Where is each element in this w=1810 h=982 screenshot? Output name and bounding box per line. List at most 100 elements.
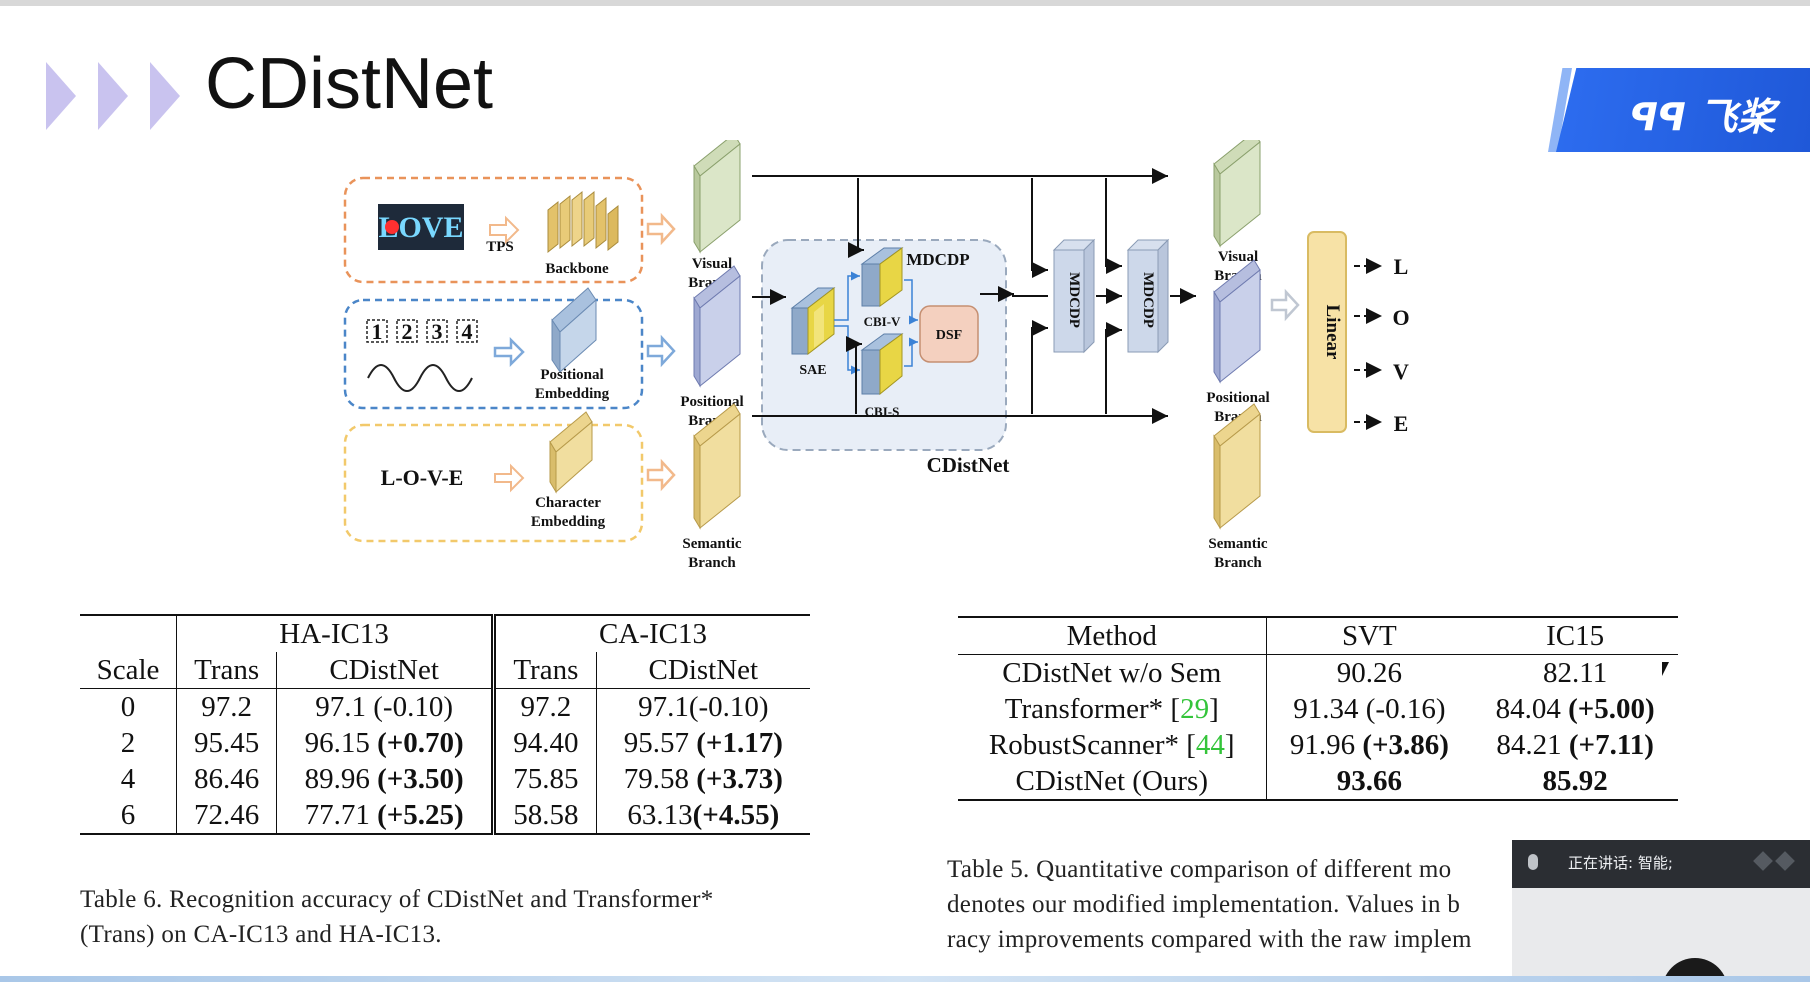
cell-ha-trans: 97.2 [176,688,278,725]
sae-block [790,286,836,356]
cell-ha-trans: 72.46 [176,797,278,835]
value: 63.13 [627,798,693,831]
cell-ha-cdistnet: 96.15 (+0.70) [276,725,497,761]
value: 84.21 [1496,728,1562,761]
value: 84.04 [1495,692,1561,725]
delta: (+3.73) [696,762,783,795]
cell-scale: 4 [80,761,178,797]
visual-branch-stack-right [1213,140,1261,248]
brand-logo-text: ꟼꟼ 飞桨 [1630,86,1775,141]
value: 79.58 [623,762,690,795]
svg-text:O: O [1392,305,1409,330]
semantic-branch-stack [693,403,741,530]
value: 91.34 [1293,692,1359,725]
positional-input-box [343,298,644,410]
svg-text:E: E [1394,411,1409,436]
semantic-branch-stack-right [1213,403,1261,530]
svg-text:MDCDP: MDCDP [906,250,969,269]
slide-title: CDistNet [205,44,494,124]
cell-ic15: 82.11 [1543,656,1608,689]
svg-text:Visual: Visual [692,256,732,272]
svg-text:SAE: SAE [799,363,826,378]
svg-text:MDCDP: MDCDP [1066,272,1082,328]
bracket: ] [1224,728,1235,761]
cell-svt: 90.26 [1336,656,1403,689]
network-signal-icon [1753,851,1773,871]
cell-svt: 93.66 [1266,763,1473,801]
value: 95.57 [623,726,690,759]
semantic-input-box [343,423,644,543]
column-header: SVT [1266,616,1473,655]
cell-method: Transformer* [29] [958,691,1267,727]
cell-ca-trans: 94.40 [493,725,597,761]
table-row: Transformer* [29] 91.34 (-0.16) 84.04 (+… [958,691,1678,727]
video-call-overlay[interactable]: 正在讲话: 智能; [1512,840,1810,982]
svg-text:Branch: Branch [1214,555,1262,571]
cell-ha-cdistnet: 77.71 (+5.25) [276,797,497,835]
linear-block [1307,231,1347,433]
svg-text:Linear: Linear [1322,305,1343,360]
delta: (+4.55) [692,798,780,831]
delta: (+5.00) [1568,692,1655,725]
delta: (-0.10) [373,690,453,723]
value: 85.92 [1542,764,1608,797]
svg-text:1: 1 [372,319,383,344]
cbi-v-block [860,247,904,307]
svg-text:Character: Character [535,495,601,511]
column-header: CDistNet [276,652,497,689]
group-header: CA-IC13 [493,614,810,652]
cell-method: CDistNet w/o Sem [958,654,1267,691]
svg-text:Backbone: Backbone [545,261,609,277]
value: 97.1 [638,690,689,723]
paddle-logo-icon: ꟼꟼ [1630,95,1699,139]
table-header-row: Method SVT IC15 [958,616,1678,655]
cell-ic15: 84.04 (+5.00) [1472,691,1678,727]
delta: (+3.50) [377,762,464,795]
column-header: Trans [176,652,278,689]
cell-ha-trans: 95.45 [176,725,278,761]
cell-ca-trans: 75.85 [493,761,597,797]
arrow-icon [493,336,525,368]
svg-text:CBI-V: CBI-V [864,314,901,329]
method-name: RobustScanner* [ [988,728,1196,761]
cell-scale: 2 [80,725,178,761]
mdcdp-block-2 [1126,238,1170,354]
delta: (+3.86) [1362,728,1449,761]
cell-ca-cdistnet: 79.58 (+3.73) [596,761,810,797]
chevron-icon [46,62,76,130]
value: 96.15 [304,726,370,759]
citation-link[interactable]: 29 [1180,692,1210,725]
cell-ha-cdistnet: 97.1 (-0.10) [276,688,497,725]
backbone-blocks [547,190,619,254]
cell-ic15: 85.92 [1472,763,1678,801]
svg-text:L: L [1394,254,1409,279]
character-embedding-blocks [549,411,593,494]
caption-line: racy improvements compared with the raw … [947,926,1472,953]
sine-wave-icon [367,364,473,392]
cell-ca-trans: 58.58 [493,797,597,835]
svg-text:L-O-V-E: L-O-V-E [381,465,464,490]
dsf-block [919,305,979,363]
mdcdp-block-1 [1052,238,1096,354]
table-row: 0 97.2 97.1 (-0.10) 97.2 97.1(-0.10) [80,688,810,725]
citation-link[interactable]: 44 [1195,728,1225,761]
arrow-icon [646,458,676,492]
svg-text:Embedding: Embedding [531,514,606,530]
arrow-icon [646,212,676,246]
table-row: RobustScanner* [44] 91.96 (+3.86) 84.21 … [958,727,1678,763]
cell-ic15: 84.21 (+7.11) [1472,727,1678,763]
column-header: Trans [493,652,597,689]
visual-input-box [343,176,644,284]
arrow-icon [494,463,525,493]
caption-line: Table 6. Recognition accuracy of CDistNe… [80,886,714,913]
value: 91.96 [1289,728,1356,761]
delta: (+0.70) [377,726,464,759]
table-row: CDistNet (Ours) 93.66 85.92 [958,763,1678,801]
caption-line: Table 5. Quantitative comparison of diff… [947,856,1452,883]
cbi-s-block [860,333,904,396]
caption-line: denotes our modified implementation. Val… [947,891,1461,918]
bottom-bar [0,976,1810,982]
cell-ca-cdistnet: 95.57 (+1.17) [596,725,810,761]
microphone-icon [1528,854,1538,870]
